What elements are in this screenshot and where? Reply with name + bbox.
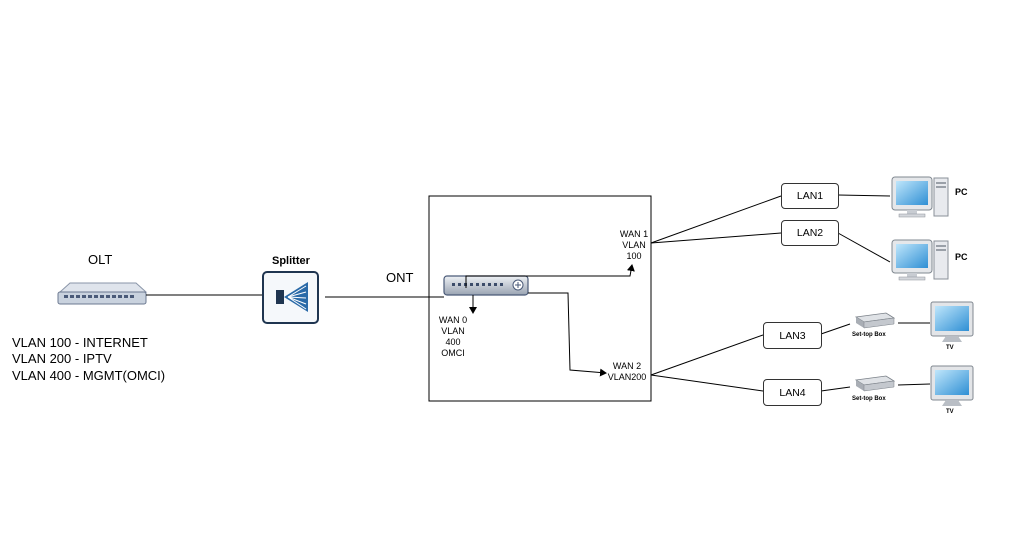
lan3-box: LAN3 xyxy=(763,322,822,349)
set-top-box-icon xyxy=(854,375,896,392)
stb2-tv-link xyxy=(897,383,931,386)
wan1-lan2-link xyxy=(650,232,782,244)
splitter-label: Splitter xyxy=(272,255,310,267)
tv1-label: TV xyxy=(946,345,954,351)
stb2-label: Set-top Box xyxy=(852,396,886,402)
lan1-box: LAN1 xyxy=(781,183,839,209)
wan2-label-line: WAN 2 xyxy=(612,361,642,371)
tv-icon xyxy=(930,365,974,406)
wan0-label-line: OMCI xyxy=(441,348,465,358)
wan1-label: WAN 1 VLAN 100 xyxy=(614,229,654,262)
wan1-label-line: 100 xyxy=(626,251,642,261)
lan2-box: LAN2 xyxy=(781,220,839,246)
lan2-pc-link xyxy=(837,232,891,263)
lan1-pc-link xyxy=(837,194,891,197)
set-top-box-icon xyxy=(854,312,896,329)
wan2-lan3-link xyxy=(650,334,764,376)
olt-label: OLT xyxy=(88,252,113,267)
ont-device-icon xyxy=(443,275,529,296)
ont-label: ONT xyxy=(386,270,414,285)
ont-box xyxy=(428,195,652,402)
wan1-label-line: VLAN xyxy=(622,240,646,250)
wan1-label-line: WAN 1 xyxy=(619,229,649,239)
pc-icon xyxy=(891,239,949,281)
lan4-stb-link xyxy=(820,386,851,392)
wan2-lan4-link xyxy=(650,374,764,392)
tv-icon xyxy=(930,301,974,342)
wan2-path xyxy=(528,292,607,377)
olt-device-icon xyxy=(57,282,148,305)
pc2-label: PC xyxy=(955,252,968,262)
wan0-label-line: WAN 0 xyxy=(438,315,468,325)
wan0-label-line: VLAN xyxy=(441,326,465,336)
wan0-label: WAN 0 VLAN 400 OMCI xyxy=(435,315,471,359)
wan0-label-line: 400 xyxy=(445,337,461,347)
pc-icon xyxy=(891,176,949,218)
wan1-path xyxy=(465,264,635,288)
vlan-400-label: VLAN 400 - MGMT(OMCI) xyxy=(12,368,166,383)
vlan-100-label: VLAN 100 - INTERNET xyxy=(12,335,148,350)
wan2-label-line: VLAN200 xyxy=(607,372,647,382)
lan3-stb-link xyxy=(820,323,851,335)
splitter-icon xyxy=(262,271,319,324)
stb1-label: Set-top Box xyxy=(852,332,886,338)
wan1-lan1-link xyxy=(650,195,782,244)
tv2-label: TV xyxy=(946,409,954,415)
lan4-box: LAN4 xyxy=(763,379,822,406)
wan2-label: WAN 2 VLAN200 xyxy=(603,361,651,383)
vlan-200-label: VLAN 200 - IPTV xyxy=(12,351,112,366)
pc1-label: PC xyxy=(955,187,968,197)
